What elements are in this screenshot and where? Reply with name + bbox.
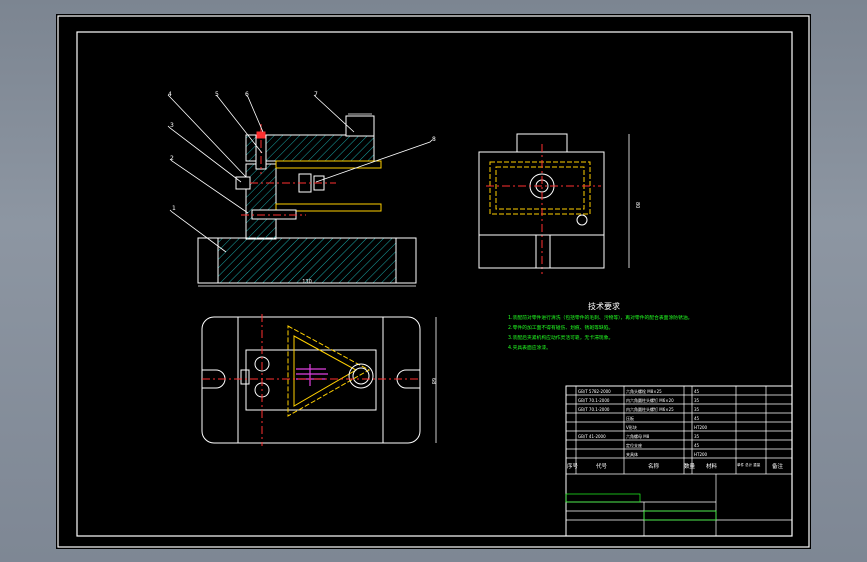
parts-list: 六角头螺栓 M8×25 内六角圆柱头螺钉 M6×20 内六角圆柱头螺钉 M6×2… <box>565 385 793 537</box>
callout-4: 4 <box>168 91 172 98</box>
header-material: 材料 <box>706 462 718 470</box>
header-index: 序号 <box>567 462 579 470</box>
callout-1: 1 <box>172 205 176 212</box>
side-view: 80 <box>478 133 640 274</box>
tech-line-2: 2.零件的加工面不得有碰伤、划痕、锈斑等缺陷。 <box>508 324 613 331</box>
part-mat-1: HT200 <box>694 452 708 457</box>
drawing-border-outer <box>57 15 810 548</box>
side-height-dimension: 80 <box>634 202 640 208</box>
part-row-2: 定位支座 <box>626 442 642 448</box>
header-qty: 数量 <box>684 462 696 470</box>
top-height-dimension: 68 <box>430 378 436 384</box>
callout-6: 6 <box>245 91 249 98</box>
drawing-border-inner <box>76 31 793 537</box>
header-note: 备注 <box>772 462 784 470</box>
part-row-7: 内六角圆柱头螺钉 M6×20 <box>626 397 674 403</box>
part-row-1: 夹具体 <box>626 451 638 457</box>
part-row-8: 六角头螺栓 M8×25 <box>626 388 662 394</box>
part-code-6: GB/T 70.1-2000 <box>578 407 610 412</box>
header-code: 代号 <box>596 462 608 470</box>
part-mat-4: HT200 <box>694 425 708 430</box>
part-row-5: 压板 <box>626 415 634 421</box>
header-name: 名称 <box>648 462 660 470</box>
tech-line-4: 4.夹具表面应涂漆。 <box>508 344 551 351</box>
front-view: 130 <box>167 94 433 287</box>
tech-requirements-title: 技术要求 <box>588 301 620 311</box>
part-mat-2: 45 <box>694 443 700 448</box>
drawing-canvas: 130 4 5 6 7 3 8 2 1 <box>57 15 810 548</box>
header-weight: 单件 总计 重量 <box>737 462 761 467</box>
part-mat-5: 45 <box>694 416 700 421</box>
part-mat-7: 35 <box>694 398 700 403</box>
callout-labels: 4 5 6 7 3 8 2 1 <box>168 91 436 212</box>
tech-line-1: 1.装配前对零件进行清洗（包括零件的毛刺、污物等），再对零件的配合表面涂防锈油。 <box>508 314 692 321</box>
callout-7: 7 <box>314 91 318 98</box>
part-mat-8: 45 <box>694 389 700 394</box>
callout-3: 3 <box>170 122 174 129</box>
part-row-4: V形块 <box>626 424 637 430</box>
tech-requirements: 技术要求 1.装配前对零件进行清洗（包括零件的毛刺、污物等），再对零件的配合表面… <box>508 301 692 351</box>
tech-line-3: 3.装配后夹紧机构应动作灵活可靠，无卡滞现象。 <box>508 334 613 341</box>
part-code-8: GB/T 5782-2000 <box>578 389 611 394</box>
part-row-6: 内六角圆柱头螺钉 M6×25 <box>626 406 674 412</box>
part-code-3: GB/T 41-2000 <box>578 434 606 439</box>
callout-5: 5 <box>215 91 219 98</box>
top-view: 68 <box>201 314 437 446</box>
cad-drawing-viewport[interactable]: 130 4 5 6 7 3 8 2 1 <box>56 14 811 549</box>
callout-8: 8 <box>432 136 436 143</box>
part-mat-3: 35 <box>694 434 700 439</box>
callout-2: 2 <box>170 155 174 162</box>
part-mat-6: 35 <box>694 407 700 412</box>
part-row-3: 六角螺母 M8 <box>626 433 650 439</box>
front-width-dimension: 130 <box>302 279 312 285</box>
part-code-7: GB/T 70.1-2000 <box>578 398 610 403</box>
